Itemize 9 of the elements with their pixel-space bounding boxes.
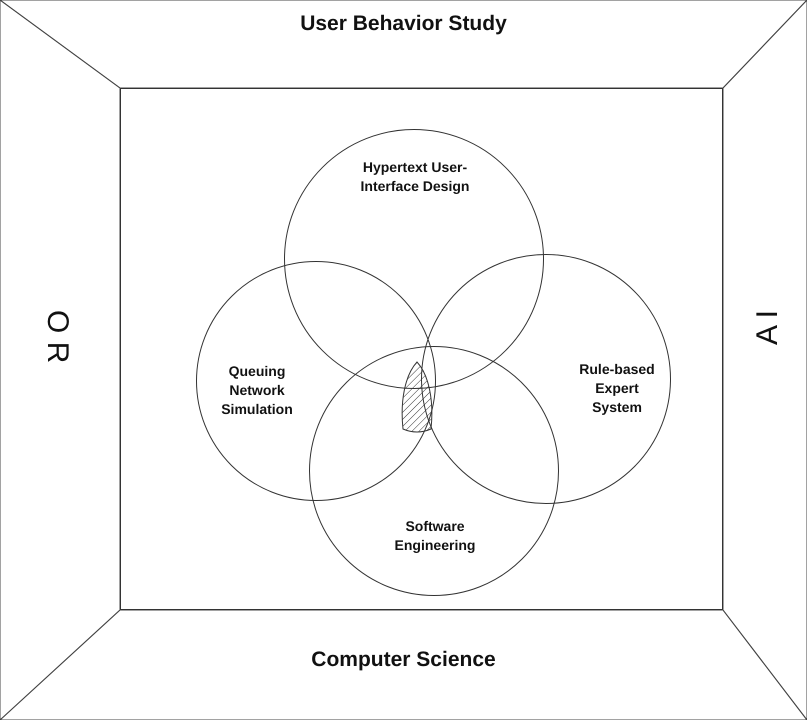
side-label: Computer Science (310, 648, 497, 672)
side-label: User Behavior Study (299, 12, 508, 36)
side-label: A I (751, 310, 785, 346)
circle-label: Hypertext User-Interface Design (360, 158, 470, 196)
circle-label: Queuing Network Simulation (220, 362, 294, 419)
circle-label: Software Engineering (394, 517, 476, 555)
side-label: O R (40, 310, 74, 364)
circle-label: Rule-based Expert System (578, 360, 656, 417)
inner-frame (120, 88, 723, 610)
